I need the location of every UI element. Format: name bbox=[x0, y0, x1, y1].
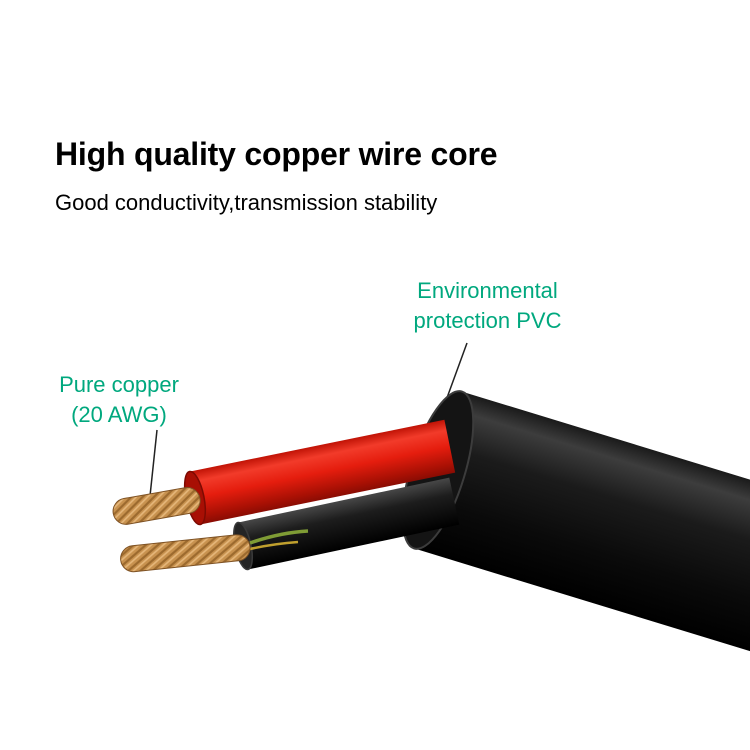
red-inner-wire-body bbox=[187, 419, 456, 525]
copper-strand-lower bbox=[120, 534, 251, 573]
callout-pvc-line2: protection PVC bbox=[413, 308, 562, 333]
page-title: High quality copper wire core bbox=[55, 136, 498, 172]
cable-jacket-body bbox=[414, 391, 750, 701]
callout-copper-line1: Pure copper bbox=[59, 372, 179, 397]
callout-environmental-pvc: Environmental protection PVC bbox=[385, 276, 590, 336]
black-inner-wire-body bbox=[236, 477, 460, 570]
leader-line-copper bbox=[149, 429, 158, 497]
stray-strands bbox=[249, 529, 309, 551]
copper-strand-upper bbox=[112, 487, 201, 525]
page-subtitle: Good conductivity,transmission stability bbox=[55, 190, 438, 215]
stray-strand-yellow bbox=[249, 540, 299, 551]
callout-copper-line2: (20 AWG) bbox=[71, 402, 167, 427]
callout-pvc-line1: Environmental bbox=[417, 278, 558, 303]
stray-strand-green bbox=[249, 529, 309, 545]
callout-pure-copper: Pure copper (20 AWG) bbox=[28, 370, 210, 430]
